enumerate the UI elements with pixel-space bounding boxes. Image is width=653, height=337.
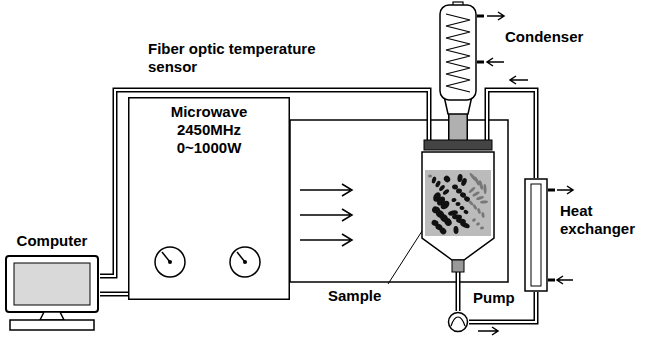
sample-granule	[431, 176, 437, 184]
dial-hub	[243, 260, 247, 264]
flow-arrow	[478, 327, 498, 335]
sample-granule	[453, 226, 459, 234]
sample-granule	[457, 174, 463, 183]
tube-outline	[456, 272, 461, 311]
microwave-generator: Microwave 2450MHz 0~1000W	[128, 97, 290, 300]
text-holder: Heat exchanger	[560, 202, 650, 238]
monitor-frame	[6, 256, 98, 312]
generator-label: Microwave 2450MHz 0~1000W	[159, 103, 259, 157]
glass-joint	[458, 114, 459, 140]
sample-bed	[425, 170, 491, 236]
coolant-port	[477, 15, 484, 18]
text-holder: Pump	[473, 289, 523, 307]
text-holder: Microwave 2450MHz 0~1000W	[159, 103, 259, 157]
label-holder: Fiber optic temperature sensor	[148, 40, 353, 76]
reaction-vessel: Sample	[420, 140, 496, 272]
exchanger-tube	[531, 184, 541, 286]
radiation-arrow	[300, 234, 352, 246]
radiation-arrow	[300, 209, 352, 221]
sample-granule	[480, 200, 488, 204]
vessel-body	[422, 152, 494, 260]
tube-line	[458, 272, 459, 311]
condenser: Condenser	[439, 2, 477, 114]
sample-granule	[459, 205, 465, 210]
sample-granule	[483, 184, 487, 194]
computer-label: Computer	[4, 232, 100, 250]
sensor-label: Fiber optic temperature sensor	[148, 40, 353, 76]
pump-casing	[449, 313, 468, 332]
text-holder: Condenser	[505, 28, 605, 46]
vessel-cap	[424, 140, 492, 150]
heat-exchanger-label: Heat exchanger	[560, 202, 650, 238]
flow-arrow	[557, 186, 573, 194]
heat-exchanger: Heat exchanger	[524, 178, 548, 292]
pump: Pump	[447, 311, 469, 333]
generator-housing	[129, 98, 290, 300]
exchanger-shell	[525, 179, 547, 291]
outlet-valve	[452, 260, 464, 272]
sample-granule	[481, 212, 485, 218]
sample-granule	[476, 222, 481, 226]
condenser-label: Condenser	[505, 28, 605, 46]
joint-outline	[448, 114, 468, 140]
sample-granule	[451, 198, 457, 203]
sample-granule	[428, 175, 432, 178]
flow-arrow	[487, 12, 504, 20]
sample-granule	[469, 172, 478, 182]
computer-base	[10, 320, 94, 330]
coolant-port	[548, 279, 555, 282]
sample-granule	[443, 174, 452, 183]
computer: Computer	[4, 232, 100, 332]
sample-granule	[452, 184, 459, 190]
leader-line	[388, 228, 424, 284]
sample-granule	[456, 188, 462, 194]
coolant-port	[548, 189, 555, 192]
sample-granule	[472, 191, 480, 198]
sample-granule	[448, 209, 459, 216]
flow-arrow	[487, 58, 504, 66]
sample-granule	[468, 186, 476, 194]
reaction-vessel-shape	[420, 140, 496, 272]
monitor-screen	[14, 263, 90, 305]
sample-label: Sample	[328, 287, 398, 305]
radiation-arrow	[300, 184, 352, 196]
sample-granule	[477, 208, 482, 215]
sample-granule	[472, 218, 477, 223]
sample-granule	[476, 195, 485, 200]
tube-line	[100, 294, 128, 295]
dial-hub	[168, 260, 172, 264]
condenser-shape	[439, 2, 477, 114]
monitor-stand	[40, 312, 64, 320]
tube-bore	[457, 272, 459, 311]
microwave-cavity	[290, 120, 508, 282]
flow-arrow	[510, 76, 528, 84]
sample-granule	[431, 219, 440, 227]
text-holder: Sample	[328, 287, 398, 305]
coolant-port	[477, 61, 484, 64]
tube-outline	[100, 292, 128, 297]
pump-loop	[451, 317, 465, 326]
pump-label: Pump	[473, 289, 523, 307]
sample-granule	[463, 209, 469, 215]
control-dial	[155, 247, 185, 277]
control-dial	[230, 247, 260, 277]
sample-granule	[455, 202, 460, 206]
heat-exchanger-shape	[524, 178, 548, 292]
condenser-coil	[446, 14, 470, 92]
sample-granule	[431, 205, 441, 214]
pump-shape	[447, 311, 469, 333]
sample-granule	[432, 191, 443, 203]
sample-granule	[480, 226, 485, 230]
text-holder: Computer	[4, 232, 100, 250]
condenser-jacket	[440, 5, 476, 100]
tube-bore	[100, 293, 128, 295]
flow-arrow	[557, 276, 573, 284]
sample-granule	[468, 200, 474, 206]
joint-fill	[450, 114, 467, 140]
microwave-arrows	[300, 184, 352, 246]
